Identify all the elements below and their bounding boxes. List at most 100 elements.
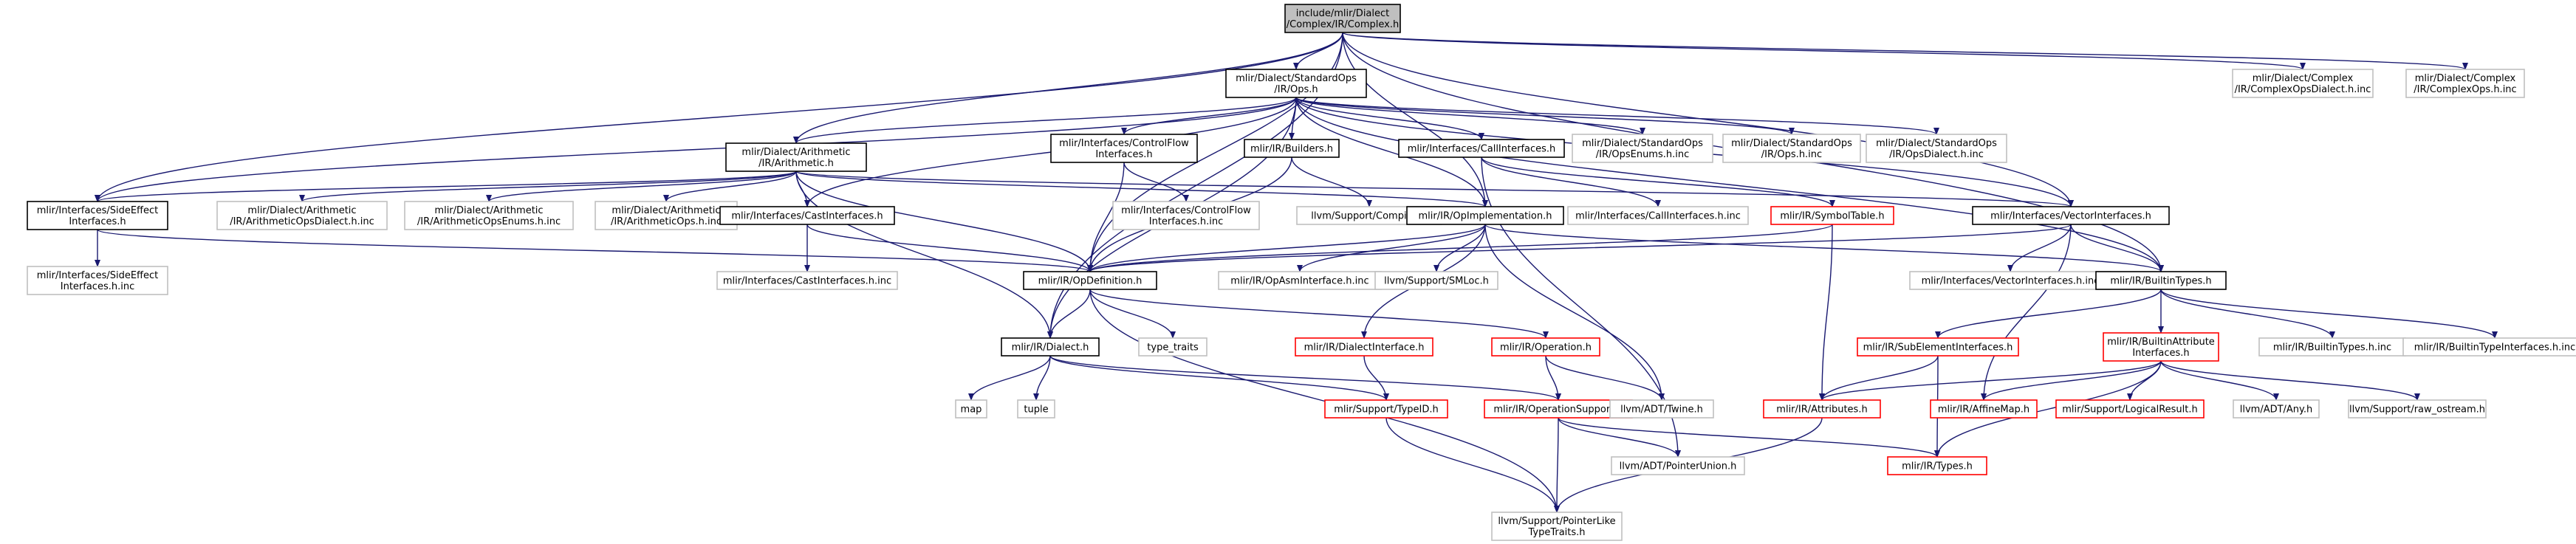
node-box	[1572, 134, 1713, 163]
node-twine[interactable]: llvm/ADT/Twine.h	[1609, 399, 1714, 419]
node-opdefinition[interactable]: mlir/IR/OpDefinition.h	[1023, 271, 1157, 290]
node-any[interactable]: llvm/ADT/Any.h	[2233, 399, 2320, 419]
node-box	[1611, 456, 1745, 475]
edge-builtinattrif-to-affinemap	[1981, 360, 2162, 401]
node-vectorinterfaces[interactable]: mlir/Interfaces/VectorInterfaces.h	[1972, 206, 2170, 225]
node-opimpl[interactable]: mlir/IR/OpImplementation.h	[1406, 206, 1564, 225]
node-label-line: mlir/Interfaces/CastInterfaces.h	[731, 211, 883, 222]
node-attributes[interactable]: mlir/IR/Attributes.h	[1763, 399, 1881, 419]
node-label-line: mlir/IR/BuiltinTypes.h	[2110, 276, 2211, 287]
node-typeid[interactable]: mlir/Support/TypeID.h	[1324, 399, 1448, 419]
node-subelement[interactable]: mlir/IR/SubElementInterfaces.h	[1857, 337, 2019, 357]
node-std_ops_inc[interactable]: mlir/Dialect/StandardOps/IR/Ops.h.inc	[1722, 134, 1861, 163]
node-builtintypeif_inc[interactable]: mlir/IR/BuiltinTypeInterfaces.h.inc	[2402, 337, 2576, 357]
node-label-line: mlir/IR/Attributes.h	[1776, 404, 1867, 416]
node-map[interactable]: map	[955, 399, 987, 419]
node-box	[404, 201, 574, 230]
node-box	[2258, 337, 2406, 357]
edge-vectorinterfaces-to-vectorinterfaces_inc	[2007, 224, 2072, 272]
node-castinterfaces_inc[interactable]: mlir/Interfaces/CastInterfaces.h.inc	[716, 271, 898, 290]
node-type_traits[interactable]: type_traits	[1138, 337, 1208, 357]
node-sideeffect_inc[interactable]: mlir/Interfaces/SideEffectInterfaces.h.i…	[27, 266, 168, 295]
node-raw_ostream[interactable]: llvm/Support/raw_ostream.h	[2348, 399, 2487, 419]
node-box	[1050, 134, 1198, 163]
node-pointerunion[interactable]: llvm/ADT/PointerUnion.h	[1611, 456, 1745, 475]
edge-typeid-to-pointerlike	[1385, 417, 1560, 513]
edge-castinterfaces-to-opdefinition	[806, 224, 1093, 272]
edge-vectorinterfaces-to-builtintypes	[2070, 224, 2164, 272]
edge-complex-to-sideeffect	[95, 32, 1343, 202]
node-label-line: Interfaces.h.inc	[1149, 216, 1223, 227]
node-label-line: /IR/ArithmeticOps.h.inc	[611, 216, 722, 227]
node-box	[1374, 271, 1498, 290]
node-box	[716, 271, 898, 290]
edge-builtinattrif-to-types	[1934, 360, 2162, 458]
edge-arith-to-arith_opsdialect_inc	[299, 171, 797, 202]
node-box	[1112, 201, 1260, 230]
node-std_opsdialect_inc[interactable]: mlir/Dialect/StandardOps/IR/OpsDialect.h…	[1866, 134, 2007, 163]
edge-dialect-to-opsupport	[1049, 355, 1561, 401]
node-builtintypes[interactable]: mlir/IR/BuiltinTypes.h	[2095, 271, 2227, 290]
node-controlflow_inc[interactable]: mlir/Interfaces/ControlFlowInterfaces.h.…	[1112, 201, 1260, 230]
node-label-line: mlir/IR/BuiltinTypes.h.inc	[2273, 342, 2391, 354]
node-stdops[interactable]: mlir/Dialect/StandardOps/IR/Ops.h	[1225, 69, 1367, 98]
node-label-line: llvm/ADT/PointerUnion.h	[1620, 461, 1737, 472]
edge-opsupport-to-pointerlike	[1554, 417, 1561, 513]
node-callinterfaces_inc[interactable]: mlir/Interfaces/CallInterfaces.h.inc	[1567, 206, 1749, 225]
node-label-line: /IR/Arithmetic.h	[758, 158, 834, 169]
edge-arith-to-arith_ops_inc	[663, 171, 797, 202]
node-box	[27, 201, 168, 230]
node-box	[1491, 337, 1600, 357]
node-vectorinterfaces_inc[interactable]: mlir/Interfaces/VectorInterfaces.h.inc	[1909, 271, 2111, 290]
node-opasm_inc[interactable]: mlir/IR/OpAsmInterface.h.inc	[1218, 271, 1382, 290]
node-box	[2103, 332, 2219, 362]
node-box	[2233, 399, 2320, 419]
edge-controlflow-to-opdefinition	[1087, 162, 1125, 272]
node-affinemap[interactable]: mlir/IR/AffineMap.h	[1930, 399, 2038, 419]
node-builders[interactable]: mlir/IR/Builders.h	[1244, 139, 1340, 158]
node-label-line: llvm/Support/Compiler.h	[1311, 211, 1427, 222]
nodes-layer: include/mlir/Dialect/Complex/IR/Complex.…	[27, 4, 2576, 541]
node-symboltable[interactable]: mlir/IR/SymbolTable.h	[1770, 206, 1894, 225]
node-box	[1857, 337, 2019, 357]
edge-stdops-to-std_opsdialect_inc	[1295, 97, 1939, 135]
node-tuple[interactable]: tuple	[1017, 399, 1055, 419]
edge-arith-to-vectorinterfaces	[795, 171, 2074, 207]
edge-operation-to-opsupport	[1545, 355, 1561, 401]
node-arith_ops_inc[interactable]: mlir/Dialect/Arithmetic/IR/ArithmeticOps…	[595, 201, 738, 230]
edge-builtinattrif-to-any	[2160, 360, 2279, 401]
node-label-line: mlir/Dialect/StandardOps	[1876, 138, 1997, 149]
node-dialectinterface[interactable]: mlir/IR/DialectInterface.h	[1295, 337, 1433, 357]
node-label-line: /IR/Ops.h	[1274, 84, 1318, 95]
node-label-line: mlir/Dialect/Arithmetic	[434, 205, 543, 216]
node-cx_ops_inc[interactable]: mlir/Dialect/Complex/IR/ComplexOps.h.inc	[2405, 69, 2525, 98]
node-dialect[interactable]: mlir/IR/Dialect.h	[1001, 337, 1100, 357]
node-cx_opsdialect_inc[interactable]: mlir/Dialect/Complex/IR/ComplexOpsDialec…	[2232, 69, 2374, 98]
node-label-line: Interfaces.h.inc	[61, 281, 134, 292]
node-operation[interactable]: mlir/IR/Operation.h	[1491, 337, 1600, 357]
node-arith_enums_inc[interactable]: mlir/Dialect/Arithmetic/IR/ArithmeticOps…	[404, 201, 574, 230]
node-label-line: type_traits	[1147, 342, 1199, 354]
node-arith_opsdialect_inc[interactable]: mlir/Dialect/Arithmetic/IR/ArithmeticOps…	[216, 201, 388, 230]
node-logicalresult[interactable]: mlir/Support/LogicalResult.h	[2055, 399, 2205, 419]
edge-callinterfaces-to-callinterfaces_inc	[1481, 156, 1661, 207]
node-opsupport[interactable]: mlir/IR/OperationSupport.h	[1484, 399, 1633, 419]
node-std_opsenums_inc[interactable]: mlir/Dialect/StandardOps/IR/OpsEnums.h.i…	[1572, 134, 1713, 163]
edge-builtintypes-to-builtintypes_inc	[2160, 289, 2335, 339]
node-castinterfaces[interactable]: mlir/Interfaces/CastInterfaces.h	[719, 206, 895, 225]
node-label-line: /IR/ArithmeticOpsEnums.h.inc	[417, 216, 561, 227]
node-smloc[interactable]: llvm/Support/SMLoc.h	[1374, 271, 1498, 290]
node-callinterfaces[interactable]: mlir/Interfaces/CallInterfaces.h	[1398, 139, 1565, 158]
node-builtintypes_inc[interactable]: mlir/IR/BuiltinTypes.h.inc	[2258, 337, 2406, 357]
node-arith[interactable]: mlir/Dialect/Arithmetic/IR/Arithmetic.h	[725, 142, 867, 172]
node-complex[interactable]: include/mlir/Dialect/Complex/IR/Complex.…	[1284, 4, 1401, 33]
node-box	[1244, 139, 1340, 158]
edge-sideeffect-to-opdefinition	[97, 229, 1093, 272]
node-label-line: /IR/OpsDialect.h.inc	[1889, 149, 1984, 160]
node-types[interactable]: mlir/IR/Types.h	[1887, 456, 1987, 475]
node-label-line: mlir/IR/Operation.h	[1500, 342, 1592, 354]
